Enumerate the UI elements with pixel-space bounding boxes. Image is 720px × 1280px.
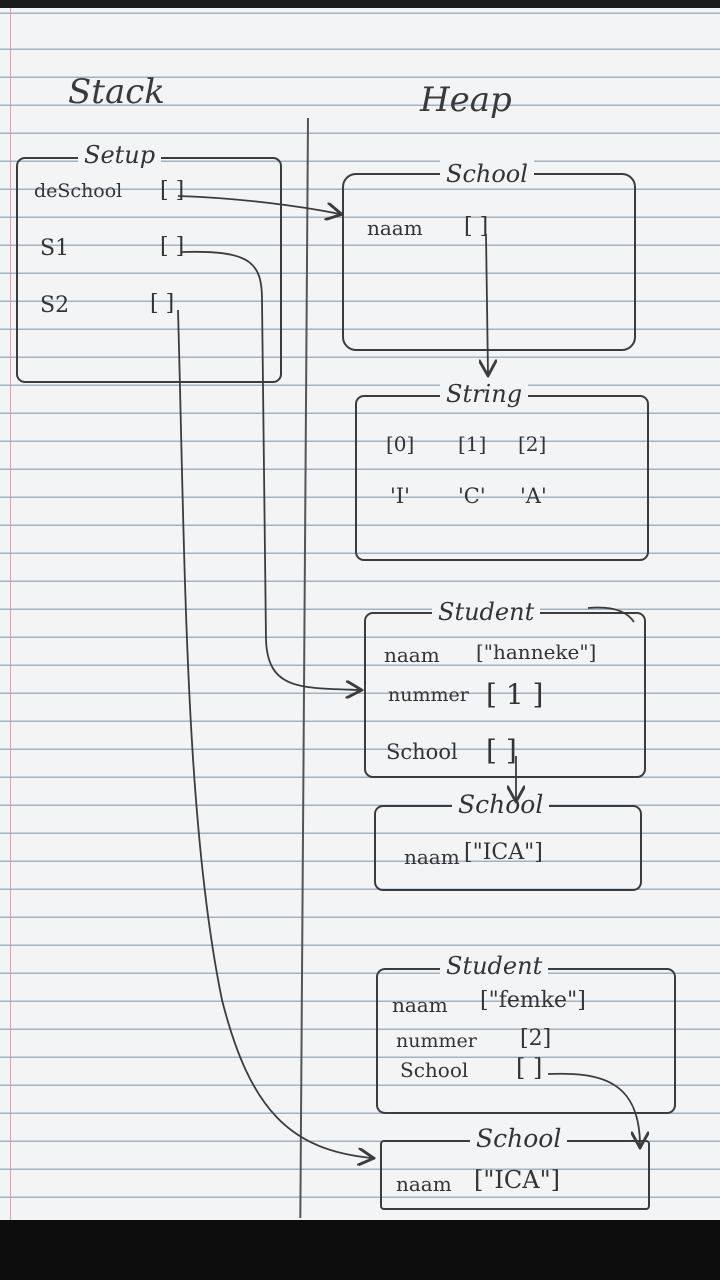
dark-background [0,1220,720,1280]
school-top-slot: [ ] [464,214,489,239]
student1-naam-label: naam [384,643,440,667]
school-object-top [342,173,636,351]
student1-school-label: School [386,740,458,764]
var-deschool-label: deSchool [34,180,123,202]
school-bottom-value: ["ICA"] [474,1166,560,1194]
school-bottom-field: naam [396,1172,452,1196]
student1-school-slot: [ ] [486,734,517,767]
student1-naam-value: ["hanneke"] [476,640,597,664]
heap-header: Heap [420,80,512,120]
student1-nummer-value: [ 1 ] [486,678,544,711]
var-s1-label: S1 [40,236,70,261]
school-mid-value: ["ICA"] [464,840,543,865]
var-deschool-slot: [ ] [160,178,185,203]
school-mid-field: naam [404,845,460,869]
margin-line [10,8,11,1220]
var-s2-label: S2 [40,293,70,318]
string-index-2: [2] [518,432,547,456]
string-index-0: [0] [386,432,415,456]
string-object [355,395,649,561]
school-top-title: School [440,160,534,188]
string-char-2: 'A' [520,484,547,508]
student2-nummer-value: [2] [520,1026,552,1051]
student2-naam-value: ["femke"] [480,988,586,1013]
school-mid-title: School [452,790,550,819]
student1-nummer-label: nummer [388,684,469,706]
student1-title: Student [432,598,541,626]
string-title: String [440,380,529,408]
var-s1-slot: [ ] [160,234,185,259]
stack-header: Stack [68,72,165,112]
string-char-1: 'C' [458,484,486,508]
student2-title: Student [440,952,549,980]
string-char-0: 'I' [390,484,410,508]
student2-nummer-label: nummer [396,1030,477,1052]
student2-school-label: School [400,1058,469,1082]
student2-naam-label: naam [392,993,448,1017]
var-s2-slot: [ ] [150,291,175,316]
school-bottom-title: School [470,1124,568,1153]
student2-school-slot: [ ] [516,1054,543,1082]
school-top-field: naam [367,216,423,240]
setup-title: Setup [78,141,162,169]
string-index-1: [1] [458,432,487,456]
